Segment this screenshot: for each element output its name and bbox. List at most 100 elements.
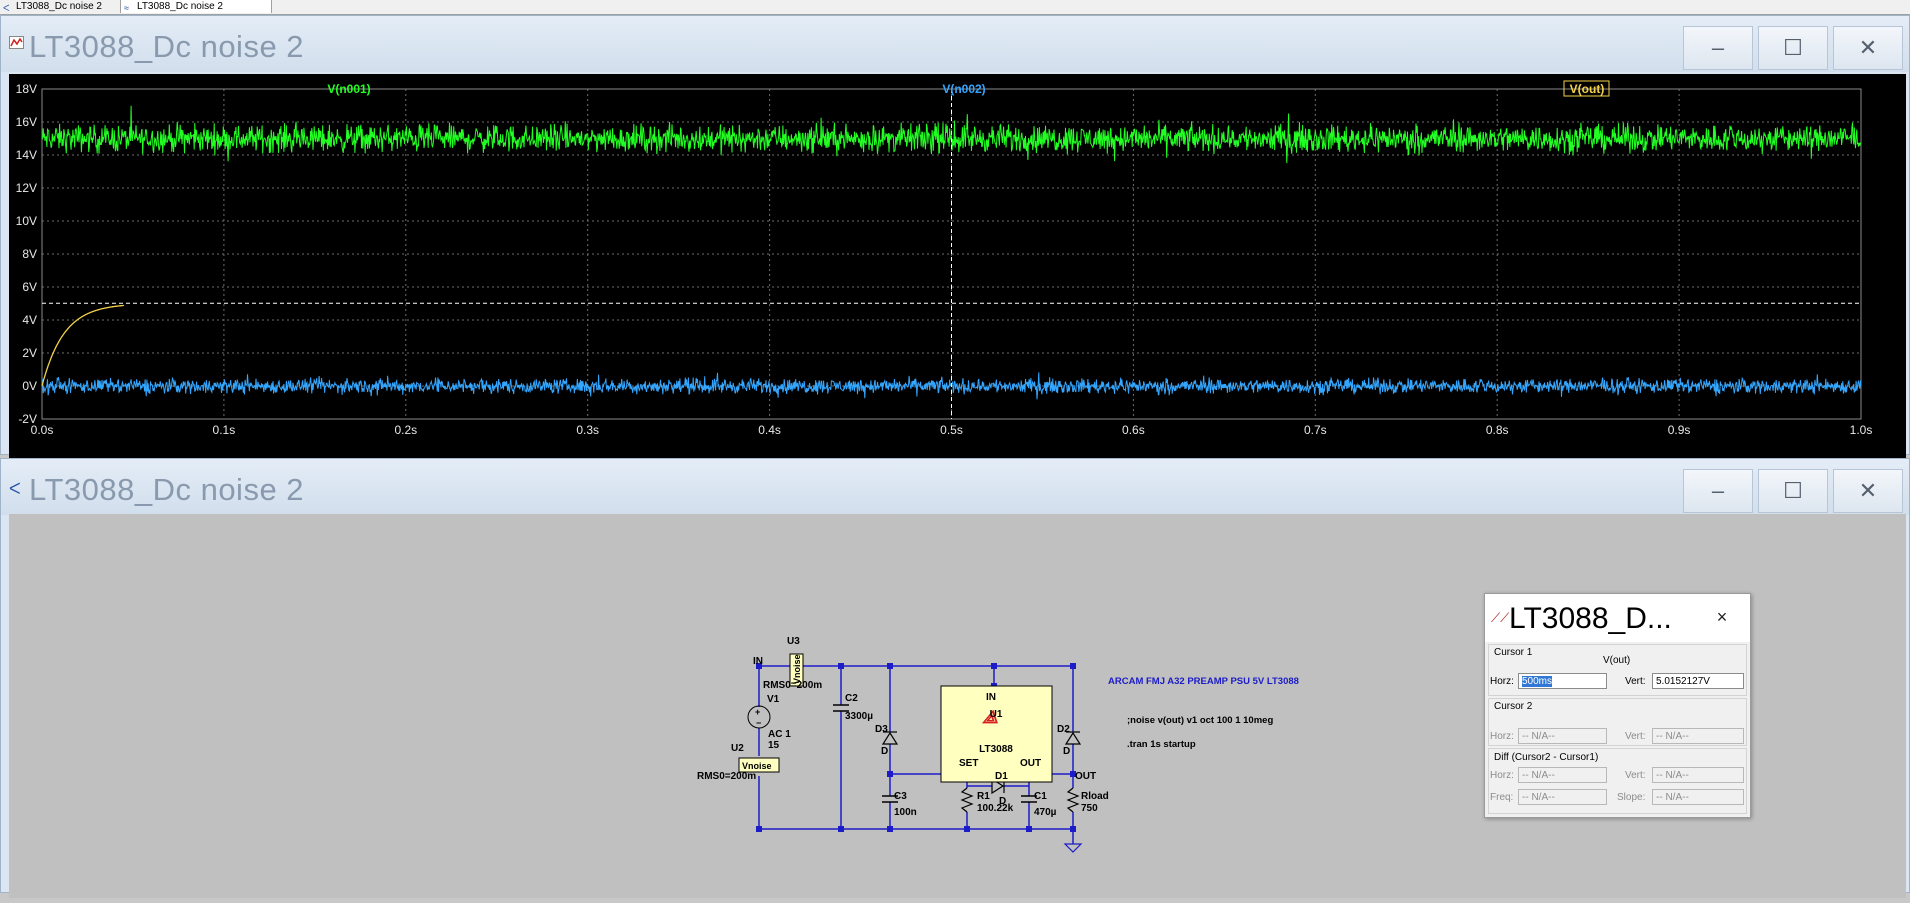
- schematic-titlebar[interactable]: ᐸ LT3088_Dc noise 2 – ☐ ✕: [1, 459, 1909, 515]
- x-tick-label: 0.8s: [1486, 423, 1509, 437]
- minimize-button[interactable]: –: [1683, 469, 1753, 513]
- cursor2-horz-field[interactable]: -- N/A--: [1518, 728, 1607, 744]
- waveform-icon: ≈: [124, 3, 129, 13]
- c1-capacitor[interactable]: [1021, 795, 1037, 803]
- c2-capacitor[interactable]: [833, 704, 849, 712]
- c3-refdes: C3: [894, 791, 907, 802]
- cursor1-group: [1488, 644, 1747, 696]
- in-net-label: IN: [753, 656, 763, 667]
- noise-directive[interactable]: ;noise v(out) v1 oct 100 1 10meg: [1127, 715, 1273, 726]
- close-button[interactable]: ✕: [1833, 469, 1903, 513]
- u1-lt3088[interactable]: [940, 685, 1053, 783]
- r1-value: 100.22k: [977, 803, 1014, 814]
- c2-value: 3300µ: [845, 711, 873, 722]
- lt-logo-icon: ⟁: [981, 707, 998, 727]
- freq-field[interactable]: -- N/A--: [1518, 789, 1607, 805]
- d3-model: D: [881, 746, 888, 757]
- y-tick-label: 10V: [16, 214, 37, 228]
- u3-noise-source[interactable]: [789, 653, 804, 687]
- cursor1-label: Cursor 1: [1494, 647, 1533, 658]
- ground-icon: [1063, 843, 1083, 853]
- u2-refdes: U2: [731, 743, 744, 754]
- v1-plus-icon: +: [755, 707, 760, 717]
- diff-horz-field[interactable]: -- N/A--: [1518, 767, 1607, 783]
- wires: [758, 665, 1074, 844]
- cursor2-vert-field[interactable]: -- N/A--: [1652, 728, 1744, 744]
- cursor-dialog: ⟋⟋ LT3088_D... × Cursor 1 V(out) Horz: 5…: [1484, 593, 1751, 818]
- x-tick-label: 0.9s: [1668, 423, 1691, 437]
- tab-waveform[interactable]: ≈ LT3088_Dc noise 2: [120, 0, 272, 13]
- schematic-drawing[interactable]: Vnoise + − Vnoise: [9, 514, 1906, 898]
- d2-refdes: D2: [1057, 724, 1070, 735]
- maximize-button[interactable]: ☐: [1758, 26, 1828, 70]
- trace-label-box: [1563, 80, 1610, 97]
- cursor1-horz-field[interactable]: 500ms: [1518, 673, 1607, 689]
- v1-refdes: V1: [767, 694, 780, 705]
- waveform-window-title: LT3088_Dc noise 2: [29, 29, 305, 64]
- cursor2-group: [1488, 698, 1747, 746]
- rload-resistor[interactable]: [1066, 787, 1080, 813]
- out-net-label: OUT: [1075, 771, 1096, 782]
- d1-refdes: D1: [995, 771, 1008, 782]
- plot-traces: [41, 89, 1862, 419]
- y-tick-label: 6V: [22, 280, 37, 294]
- tran-directive[interactable]: .tran 1s startup: [1127, 739, 1196, 750]
- x-tick-label: 0.7s: [1304, 423, 1327, 437]
- trace-vout[interactable]: [41, 304, 125, 387]
- waveform-titlebar[interactable]: LT3088_Dc noise 2 – ☐ ✕: [1, 16, 1909, 72]
- d3-refdes: D3: [875, 724, 888, 735]
- d1-model: D: [999, 796, 1006, 807]
- document-tab-strip: ᐸ LT3088_Dc noise 2 ≈ LT3088_Dc noise 2: [0, 0, 1910, 15]
- diff-label: Diff (Cursor2 - Cursor1): [1494, 752, 1599, 763]
- cursor-dialog-title: LT3088_D...: [1509, 602, 1672, 635]
- x-tick-label: 0.6s: [1122, 423, 1145, 437]
- y-tick-label: -2V: [18, 412, 37, 426]
- u3-vnoise-label: Vnoise: [792, 654, 802, 684]
- r1-resistor[interactable]: [960, 787, 974, 813]
- slope-label: Slope:: [1617, 792, 1646, 803]
- c3-capacitor[interactable]: [882, 795, 898, 803]
- d2-diode[interactable]: [1064, 731, 1082, 745]
- u1-out-pin: OUT: [1020, 758, 1041, 769]
- rload-value: 750: [1081, 803, 1098, 814]
- maximize-button[interactable]: ☐: [1758, 469, 1828, 513]
- rms-top-label: RMS0=200m: [763, 680, 822, 691]
- diff-group: [1488, 748, 1747, 814]
- x-tick-label: 0.2s: [394, 423, 417, 437]
- diff-vert-field[interactable]: -- N/A--: [1652, 767, 1744, 783]
- cursor-dialog-titlebar[interactable]: ⟋⟋ LT3088_D... ×: [1485, 594, 1750, 642]
- minimize-button[interactable]: –: [1683, 26, 1753, 70]
- slope-field[interactable]: -- N/A--: [1652, 789, 1744, 805]
- c1-value: 470µ: [1034, 807, 1057, 818]
- u3-refdes: U3: [787, 636, 800, 647]
- close-icon[interactable]: ×: [1716, 607, 1728, 627]
- close-button[interactable]: ✕: [1833, 26, 1903, 70]
- c3-value: 100n: [894, 807, 917, 818]
- y-tick-label: 14V: [16, 148, 37, 162]
- y-tick-label: 2V: [22, 346, 37, 360]
- y-tick-label: 4V: [22, 313, 37, 327]
- trace-vn001[interactable]: [41, 105, 1862, 164]
- cursor1-trace: V(out): [1603, 655, 1631, 666]
- trace-label-vn001[interactable]: V(n001): [327, 82, 370, 96]
- x-tick-label: 0.5s: [940, 423, 963, 437]
- y-tick-label: 8V: [22, 247, 37, 261]
- schematic-icon: ᐸ: [3, 3, 10, 13]
- waveform-window-icon: [9, 36, 25, 55]
- u2-noise-source[interactable]: [738, 757, 780, 773]
- horz-label: Horz:: [1490, 676, 1514, 687]
- y-tick-label: 16V: [16, 115, 37, 129]
- d3-diode[interactable]: [881, 731, 899, 745]
- schematic-comment[interactable]: ARCAM FMJ A32 PREAMP PSU 5V LT3088: [1108, 676, 1299, 687]
- horz2-label: Horz:: [1490, 731, 1514, 742]
- v1-voltage-source[interactable]: [747, 705, 771, 729]
- cursor1-vert-field[interactable]: 5.0152127V: [1652, 673, 1744, 689]
- schematic-window-title: LT3088_Dc noise 2: [29, 472, 305, 507]
- u1-set-pin: SET: [959, 758, 978, 769]
- u2-vnoise-label: Vnoise: [742, 761, 772, 771]
- vert2-label: Vert:: [1625, 731, 1646, 742]
- trace-label-vn002[interactable]: V(n002): [942, 82, 985, 96]
- trace-label-vout[interactable]: V(out): [1570, 82, 1605, 96]
